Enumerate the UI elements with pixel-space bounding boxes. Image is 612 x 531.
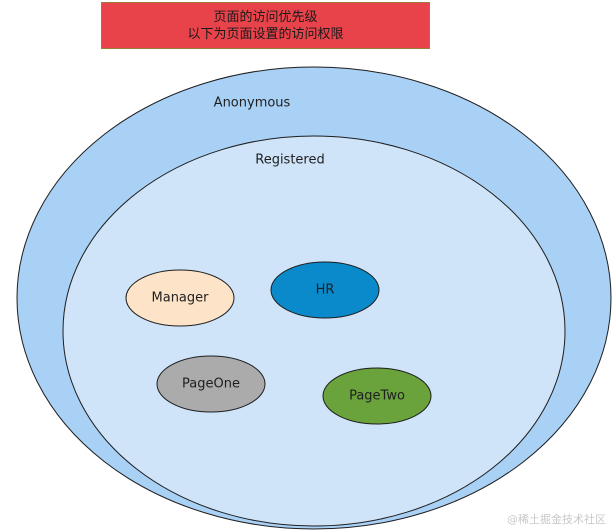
manager-label: Manager [151,290,209,306]
node-hr[interactable] [270,261,380,319]
watermark: @稀土掘金技术社区 [507,513,606,526]
node-pageone[interactable] [156,355,266,413]
title-line-1: 页面的访问优先级 [213,9,318,25]
title-line-2: 以下为页面设置的访问权限 [187,26,344,42]
hr-label: HR [315,282,335,298]
node-pagetwo[interactable] [322,367,432,425]
registered-ellipse [62,135,566,527]
title-box: 页面的访问优先级 以下为页面设置的访问权限 [101,2,430,49]
registered-label: Registered [255,152,325,168]
pagetwo-label: PageTwo [349,388,405,404]
anonymous-label: Anonymous [213,95,291,111]
pageone-label: PageOne [182,376,240,392]
node-manager[interactable] [125,269,235,327]
